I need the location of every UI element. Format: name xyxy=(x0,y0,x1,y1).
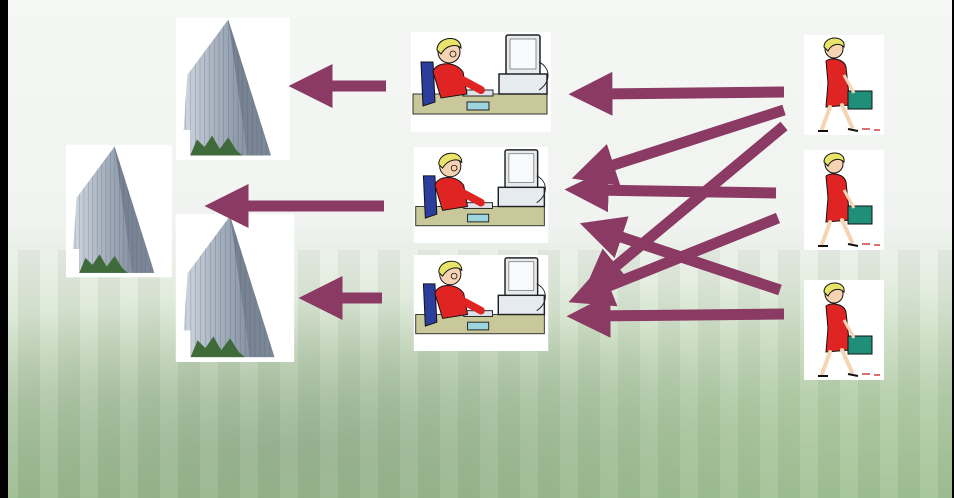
walking-woman-1-icon xyxy=(804,35,884,135)
building-left-icon xyxy=(66,145,172,278)
walking-woman-3-icon xyxy=(804,280,884,380)
walking-woman-2-icon xyxy=(804,150,884,250)
arrow-walker1-to-worker2 xyxy=(598,110,784,170)
building-bottom-icon xyxy=(176,214,294,362)
computer-worker-3-icon xyxy=(414,255,548,351)
computer-worker-1-icon xyxy=(411,32,551,132)
arrow-walker1-to-worker1 xyxy=(596,92,784,94)
arrow-walker2-to-worker2 xyxy=(592,190,776,193)
arrow-walker3-to-worker3 xyxy=(594,314,784,316)
building-top-icon xyxy=(176,18,290,161)
computer-worker-2-icon xyxy=(414,147,548,243)
